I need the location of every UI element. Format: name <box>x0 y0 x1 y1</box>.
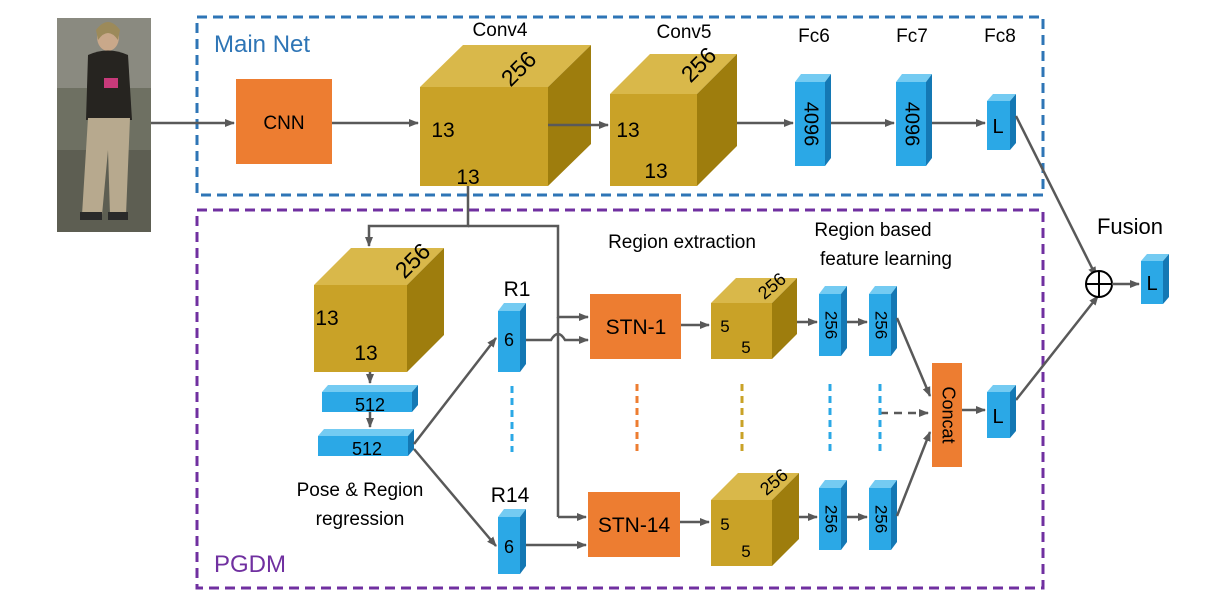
stn-1-block <box>590 294 681 359</box>
pgdm-frame <box>195 208 1045 590</box>
fusion-output-label: L <box>1146 273 1157 295</box>
main-net-arrows <box>151 115 1098 277</box>
region-cube-top-height: 5 <box>720 317 729 336</box>
concat-label: Concat <box>938 386 958 443</box>
conv5-width: 13 <box>644 160 667 183</box>
fc7-block <box>896 74 932 166</box>
pgdm-stack-arrows <box>366 337 497 547</box>
cnn-block <box>236 79 332 164</box>
region-cube-bottom <box>711 473 799 566</box>
region-fc-top-1-label: 256 <box>822 311 841 339</box>
region-ellipsis-dashes <box>510 384 882 452</box>
region-pipeline-arrows <box>680 295 1099 526</box>
region-fc-top-2-label: 256 <box>872 311 891 339</box>
conv5-cube <box>610 54 737 186</box>
region-cube-top-width: 5 <box>741 338 750 357</box>
conv4-height: 13 <box>431 119 454 142</box>
region-fc-bottom-2 <box>869 480 897 550</box>
fc-512-a <box>322 385 418 412</box>
region-fc-top-1 <box>819 286 847 356</box>
fc7-name: Fc7 <box>896 26 928 47</box>
fc8-size: L <box>992 116 1003 138</box>
fusion-label: Fusion <box>1097 214 1163 239</box>
main-net-title: Main Net <box>214 31 310 58</box>
input-person-image <box>57 18 151 232</box>
regression-label-line2: regression <box>316 509 405 530</box>
regression-label-line1: Pose & Region <box>297 480 424 501</box>
region-learning-label-line2: feature learning <box>820 249 952 270</box>
stn-1-label: STN-1 <box>606 316 667 339</box>
region-cube-bottom-width: 5 <box>741 542 750 561</box>
cnn-label: CNN <box>263 113 304 134</box>
region-extraction-label: Region extraction <box>608 232 756 253</box>
region-fc-bottom-1 <box>819 480 847 550</box>
r1-size: 6 <box>504 330 514 350</box>
region-cube-top <box>711 278 797 359</box>
r14-size: 6 <box>504 537 514 557</box>
conv4-width: 13 <box>456 166 479 189</box>
fc6-block <box>795 74 831 166</box>
r14-name: R14 <box>491 484 530 507</box>
pgdm-output-block <box>987 385 1016 438</box>
region-fc-top-2 <box>869 286 897 356</box>
pgdm-cube-width: 13 <box>354 342 377 365</box>
fc-512-b-label: 512 <box>352 439 382 459</box>
r1-name: R1 <box>504 278 531 301</box>
conv4-branch-arrows <box>365 186 589 521</box>
concat-block <box>932 363 962 467</box>
pgdm-feature-cube <box>314 248 444 372</box>
fc-512-b <box>318 429 414 456</box>
fc7-size: 4096 <box>901 102 923 147</box>
fusion-sum-icon <box>1085 270 1113 298</box>
fusion-output-block <box>1141 254 1169 304</box>
region-learning-label-line1: Region based <box>814 220 931 241</box>
r14-block <box>498 509 526 574</box>
fc6-name: Fc6 <box>798 26 830 47</box>
region-to-stn-arrows <box>526 332 589 549</box>
r1-block <box>498 303 526 372</box>
fc8-block <box>987 94 1016 150</box>
main-net-frame <box>195 15 1045 197</box>
conv5-height: 13 <box>616 119 639 142</box>
pgdm-title: PGDM <box>214 551 286 578</box>
region-fc-bottom-1-label: 256 <box>822 505 841 533</box>
region-cube-bottom-height: 5 <box>720 515 729 534</box>
fc6-size: 4096 <box>800 102 822 147</box>
stn-14-block <box>588 492 680 557</box>
conv4-cube <box>420 45 591 186</box>
pgdm-cube-height: 13 <box>315 307 338 330</box>
region-fc-bottom-2-label: 256 <box>872 505 891 533</box>
conv5-name: Conv5 <box>657 22 712 43</box>
fc8-name: Fc8 <box>984 26 1016 47</box>
stn-14-label: STN-14 <box>598 514 671 537</box>
pgdm-output-label: L <box>992 406 1003 428</box>
conv4-name: Conv4 <box>473 20 528 41</box>
fc-512-a-label: 512 <box>355 395 385 415</box>
